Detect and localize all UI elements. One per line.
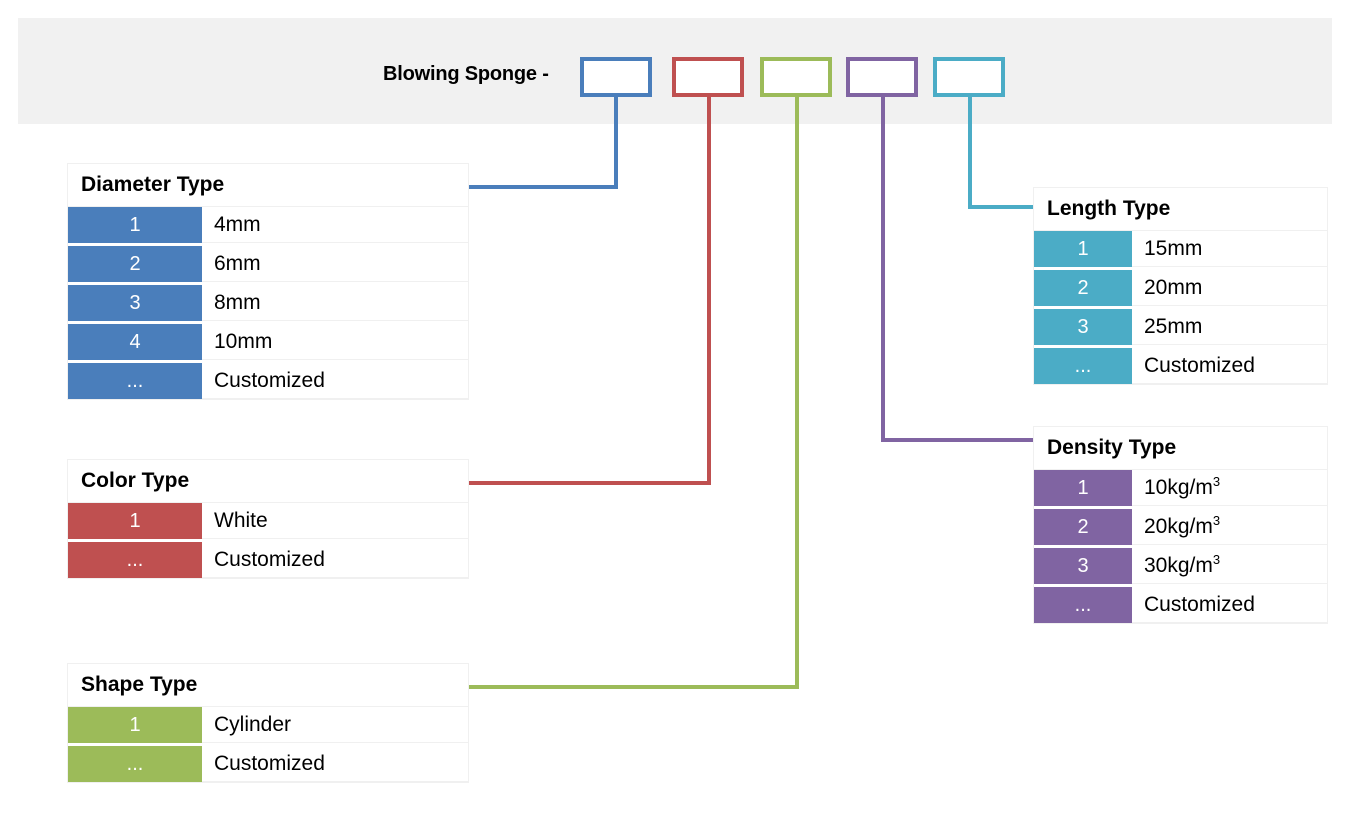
row-code: 2 xyxy=(1034,509,1132,545)
connector-color-horizontal xyxy=(468,481,711,485)
connector-length-vertical xyxy=(968,97,972,209)
row-value: 8mm xyxy=(202,285,468,321)
length-type-title: Length Type xyxy=(1034,188,1327,231)
table-row: ...Customized xyxy=(68,542,468,578)
table-row: ...Customized xyxy=(68,746,468,782)
row-code: ... xyxy=(68,363,202,399)
row-value: 6mm xyxy=(202,246,468,282)
connector-shape-vertical xyxy=(795,97,799,689)
connector-density-vertical xyxy=(881,97,885,442)
color-type-title: Color Type xyxy=(68,460,468,503)
row-value: Customized xyxy=(1132,587,1327,623)
row-value: 4mm xyxy=(202,207,468,243)
row-value: 25mm xyxy=(1132,309,1327,345)
row-value: Customized xyxy=(202,746,468,782)
row-code: 3 xyxy=(68,285,202,321)
connector-diameter-vertical xyxy=(614,97,618,188)
table-row: ...Customized xyxy=(1034,587,1327,623)
row-code: 2 xyxy=(1034,270,1132,306)
row-code: ... xyxy=(1034,348,1132,384)
connector-color-vertical xyxy=(707,97,711,485)
row-code: 1 xyxy=(68,207,202,243)
row-value: 10kg/m3 xyxy=(1132,470,1327,506)
superscript: 3 xyxy=(1212,513,1221,528)
row-value: Cylinder xyxy=(202,707,468,743)
connector-length-horizontal xyxy=(968,205,1033,209)
shape-type-title: Shape Type xyxy=(68,664,468,707)
row-code: 4 xyxy=(68,324,202,360)
density-code-box[interactable] xyxy=(846,57,918,97)
row-value: 20kg/m3 xyxy=(1132,509,1327,545)
row-value: White xyxy=(202,503,468,539)
density-type-title: Density Type xyxy=(1034,427,1327,470)
row-value: Customized xyxy=(202,363,468,399)
connector-shape-horizontal xyxy=(468,685,799,689)
row-value: Customized xyxy=(202,542,468,578)
row-value: Customized xyxy=(1132,348,1327,384)
table-row: ...Customized xyxy=(1034,348,1327,384)
row-value: 15mm xyxy=(1132,231,1327,267)
row-code: ... xyxy=(68,746,202,782)
row-code: 1 xyxy=(1034,231,1132,267)
row-value: 30kg/m3 xyxy=(1132,548,1327,584)
row-code: 2 xyxy=(68,246,202,282)
diameter-type-title: Diameter Type xyxy=(68,164,468,207)
superscript: 3 xyxy=(1212,474,1221,489)
row-code: 1 xyxy=(68,707,202,743)
shape-code-box[interactable] xyxy=(760,57,832,97)
row-code: 3 xyxy=(1034,309,1132,345)
row-code: ... xyxy=(1034,587,1132,623)
row-value: 10mm xyxy=(202,324,468,360)
row-code: 3 xyxy=(1034,548,1132,584)
connector-diameter-horizontal xyxy=(468,185,618,189)
superscript: 3 xyxy=(1212,552,1221,567)
row-code: ... xyxy=(68,542,202,578)
row-code: 1 xyxy=(1034,470,1132,506)
length-code-box[interactable] xyxy=(933,57,1005,97)
page-title: Blowing Sponge - xyxy=(383,63,549,85)
diameter-code-box[interactable] xyxy=(580,57,652,97)
row-value: 20mm xyxy=(1132,270,1327,306)
color-code-box[interactable] xyxy=(672,57,744,97)
table-row: ...Customized xyxy=(68,363,468,399)
row-code: 1 xyxy=(68,503,202,539)
connector-density-horizontal xyxy=(881,438,1033,442)
